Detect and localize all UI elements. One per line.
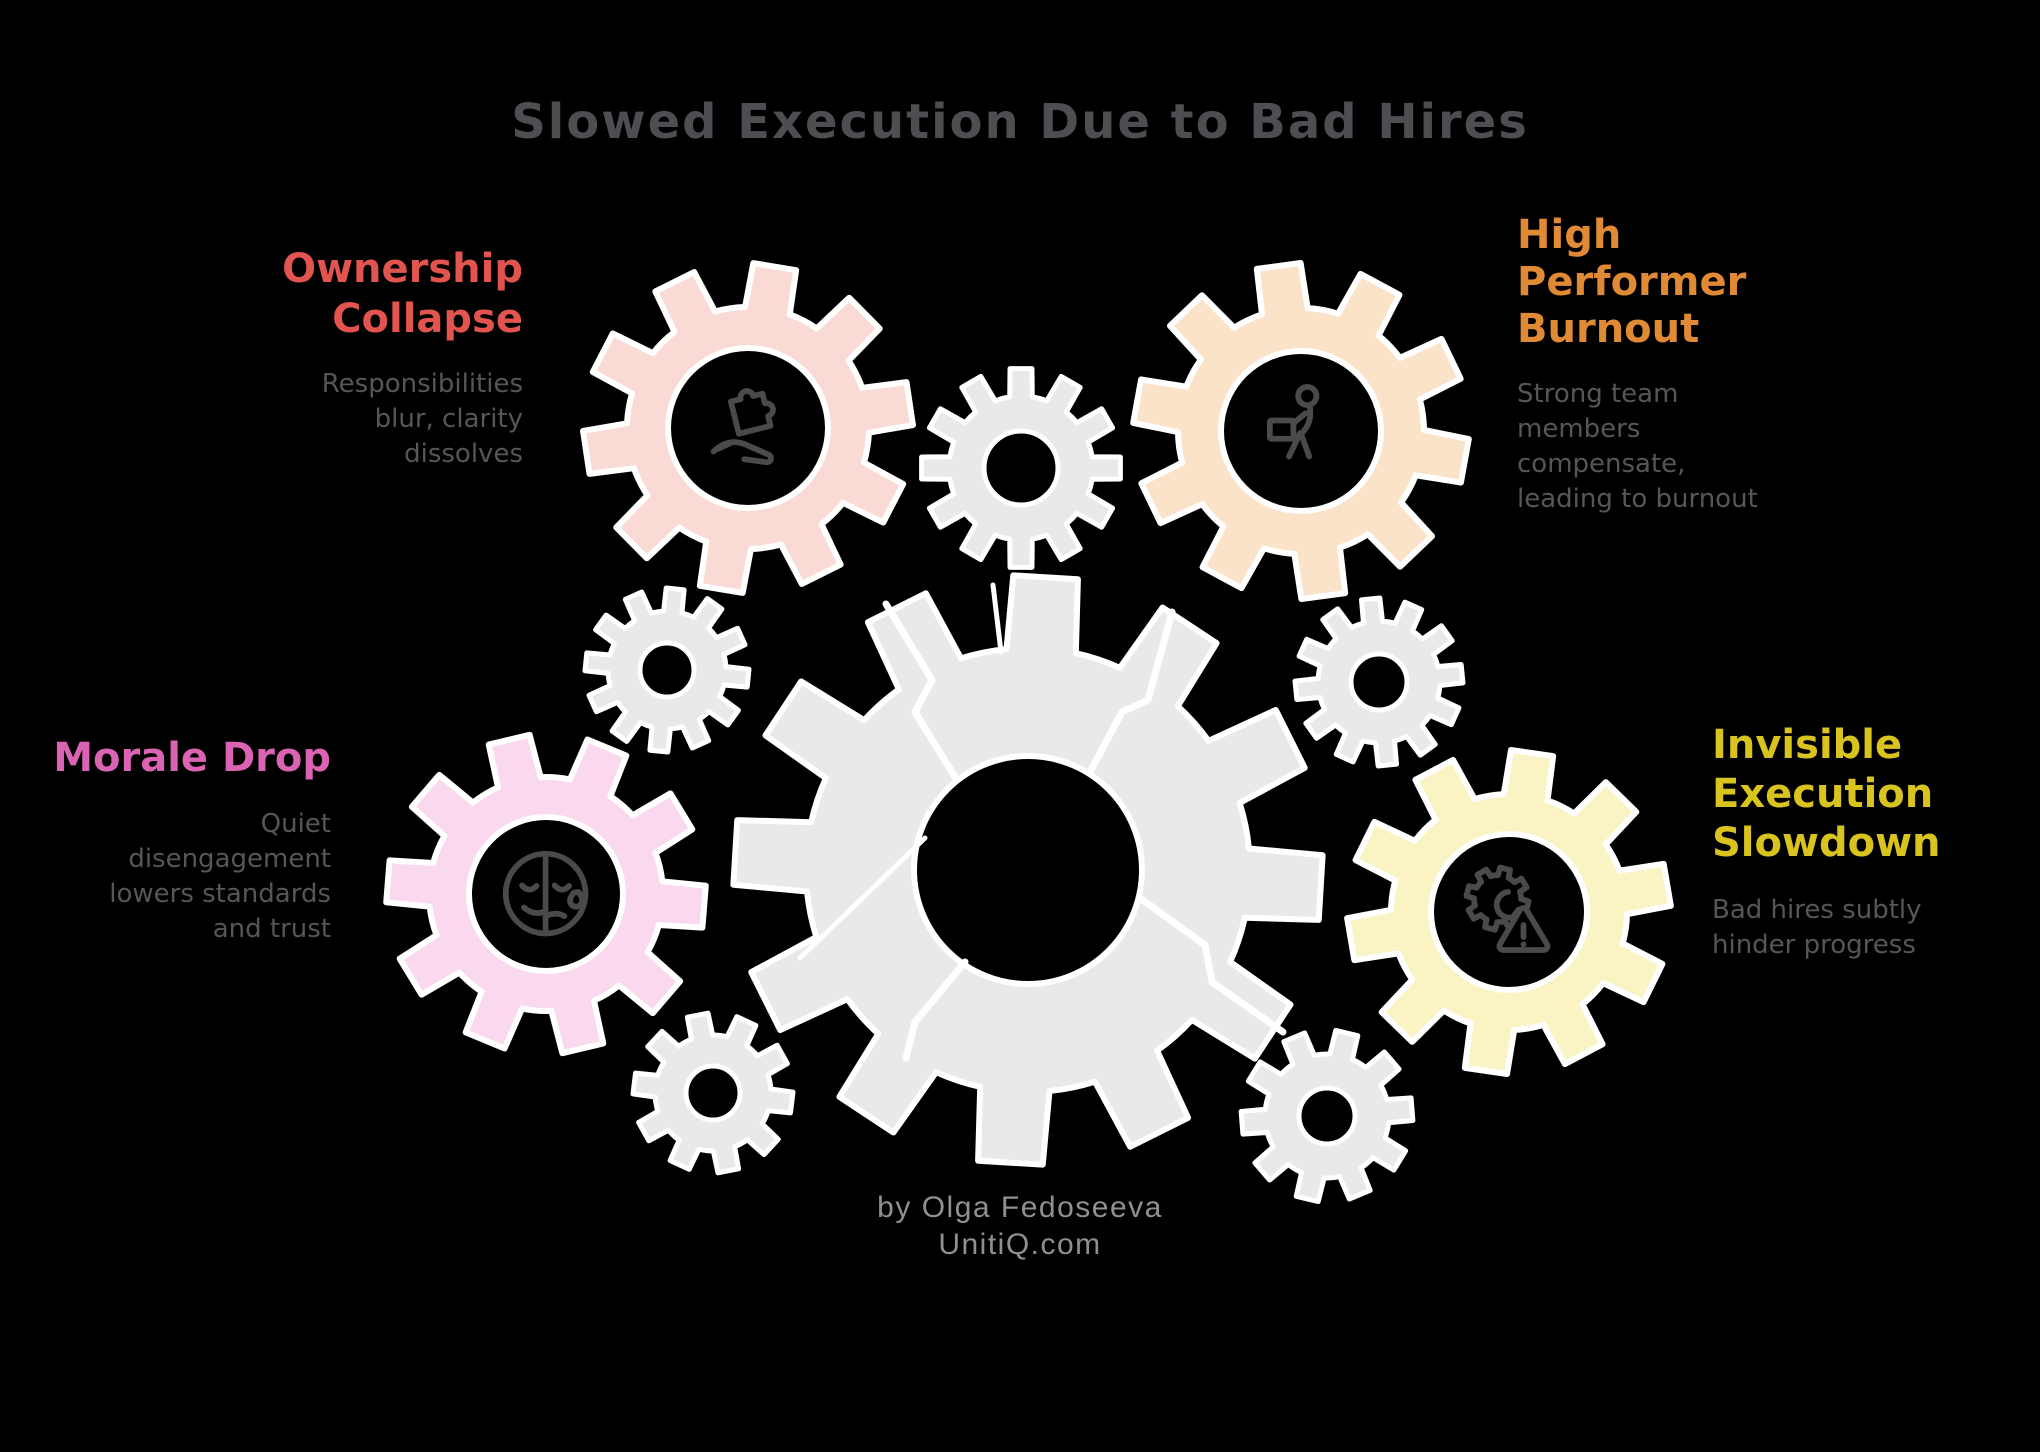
hand-holding-puzzle-icon	[710, 388, 776, 466]
body-line: Responsibilities	[321, 369, 523, 399]
central-gear-cracks	[797, 582, 1287, 1062]
morale-drop-heading: Morale Drop	[0, 734, 331, 782]
heading-line: Ownership	[282, 246, 523, 292]
heading-line: Execution	[1712, 771, 1934, 817]
heading-line: High	[1517, 212, 1622, 258]
gear-layer	[383, 260, 1674, 1205]
body-line: hinder progress	[1712, 930, 1916, 960]
body-line: dissolves	[404, 439, 523, 469]
body-line: compensate,	[1517, 449, 1686, 479]
body-line: and trust	[212, 914, 331, 944]
invisible-execution-slowdown-heading: Invisible Execution Slowdown	[1712, 721, 2040, 868]
ownership-collapse-heading: Ownership Collapse	[100, 244, 523, 344]
crack-line	[882, 600, 959, 781]
gear-morale-gear	[383, 731, 709, 1057]
morale-drop-description: Quiet disengagement lowers standards and…	[0, 807, 331, 947]
gear-warning-icon	[1463, 864, 1551, 953]
crack-line	[902, 958, 969, 1062]
body-line: leading to burnout	[1517, 484, 1758, 514]
gear-ownership-gear	[580, 260, 916, 596]
body-line: blur, clarity	[374, 404, 523, 434]
gear-small-gear-bottomright	[1238, 1027, 1416, 1205]
gear-central-broken-gear	[730, 572, 1326, 1168]
gear-small-gear-midright	[1292, 595, 1466, 769]
gear-small-gear-top	[919, 366, 1123, 570]
invisible-execution-slowdown-description: Bad hires subtly hinder progress	[1712, 893, 2040, 963]
heading-line: Performer	[1517, 259, 1747, 305]
high-performer-burnout-description: Strong team members compensate, leading …	[1517, 377, 1957, 517]
small-gear-glyph	[1463, 864, 1532, 933]
heading-line: Invisible	[1712, 722, 1903, 768]
website: UnitiQ.com	[938, 1228, 1102, 1261]
body-line: disengagement	[128, 844, 331, 874]
heading-line: Slowdown	[1712, 820, 1941, 866]
person-carrying-box-icon	[1267, 384, 1320, 460]
heading-line: Burnout	[1517, 306, 1700, 352]
body-line: Bad hires subtly	[1712, 895, 1922, 925]
crack-line	[1086, 608, 1176, 776]
footer-credit: by Olga Fedoseeva UnitiQ.com	[0, 1189, 2040, 1263]
gear-burnout-gear	[1130, 260, 1472, 602]
high-performer-burnout-heading: High Performer Burnout	[1517, 212, 1957, 353]
body-line: Strong team	[1517, 379, 1679, 409]
gear-small-gear-midleft	[582, 585, 752, 755]
crack-line	[1136, 894, 1287, 1036]
ownership-collapse-description: Responsibilities blur, clarity dissolves	[100, 367, 523, 472]
author-byline: by Olga Fedoseeva	[877, 1191, 1163, 1224]
split-happy-sad-face-icon	[502, 850, 589, 937]
body-line: Quiet	[260, 809, 331, 839]
gear-slowdown-gear	[1344, 747, 1674, 1077]
crack-line	[990, 582, 1004, 655]
crack-line	[797, 835, 928, 961]
heading-line: Collapse	[332, 296, 523, 342]
page-title: Slowed Execution Due to Bad Hires	[511, 94, 1529, 150]
body-line: members	[1517, 414, 1641, 444]
heading-line: Morale Drop	[53, 735, 331, 781]
gear-small-gear-bottomleft	[630, 1010, 796, 1176]
body-line: lowers standards	[109, 879, 331, 909]
